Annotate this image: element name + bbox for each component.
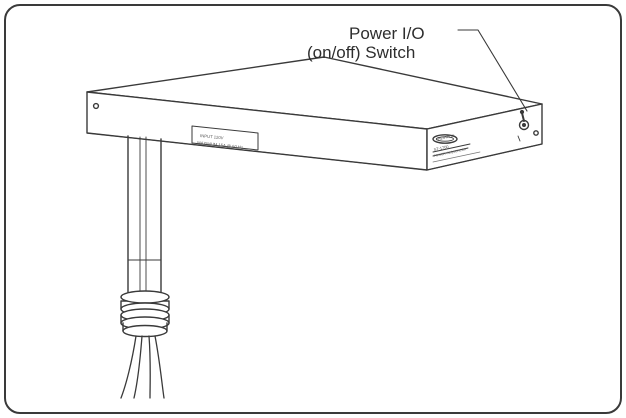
front-panel-model-sub: POWER SEQUENCER — [433, 147, 467, 158]
front-panel-model: ST-1700 — [433, 143, 450, 151]
power-cord-wires — [119, 334, 165, 399]
callout-title: Power I/O — [349, 24, 425, 43]
power-cord-conduit — [126, 134, 162, 296]
mounting-hole — [92, 102, 99, 109]
device-illustration: INPUT 120V MAXIMUM 15A @ 60 Hz CRESTRON … — [85, 28, 543, 399]
rating-label-plate — [191, 125, 258, 150]
side-label-line1: INPUT 120V — [199, 133, 223, 140]
diagram-frame: INPUT 120V MAXIMUM 15A @ 60 Hz CRESTRON … — [4, 4, 622, 414]
side-label-line2: MAXIMUM 15A @ 60 Hz — [196, 140, 242, 150]
callout-leader-line — [456, 28, 528, 112]
front-panel-logo-text: CRESTRON — [435, 133, 455, 141]
strain-relief-nut — [119, 289, 170, 337]
callout-subtitle: (on/off) Switch — [307, 43, 416, 62]
power-switch — [517, 109, 539, 141]
